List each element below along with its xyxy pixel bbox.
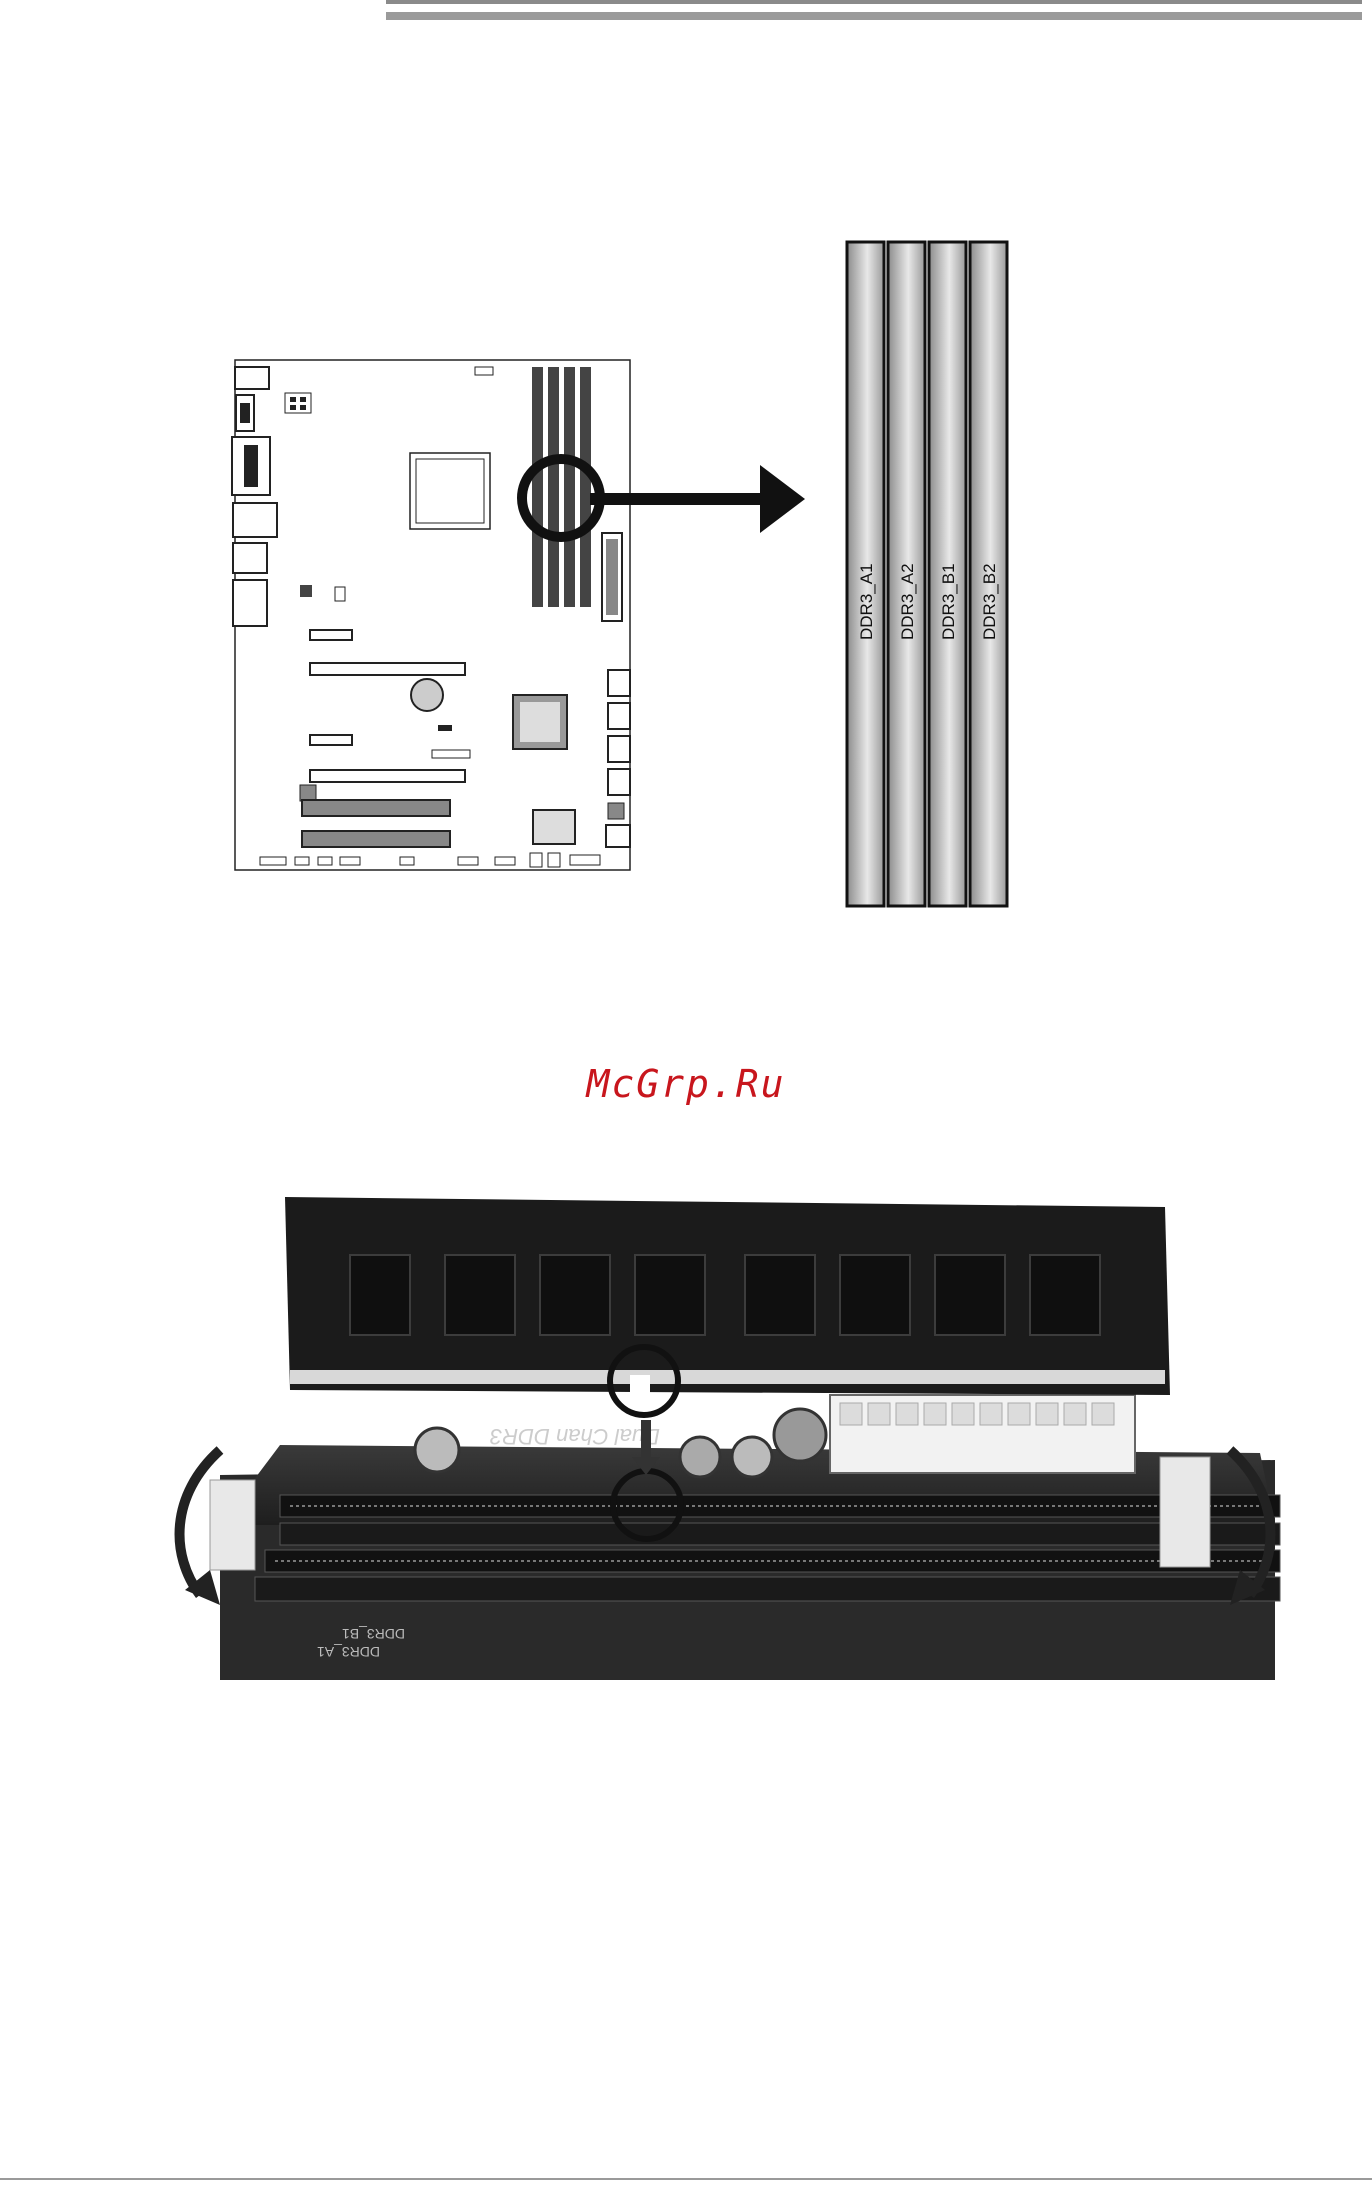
slot-silkscreen-b: DDR3_B1 [342, 1626, 405, 1642]
memory-slot-dimm4: DDR3_B2 [970, 242, 1007, 906]
memory-slot-panel: DDR3_A1 DDR3_A2 DDR3_B1 DDR3_B2 [845, 240, 1010, 910]
watermark-text: McGrp.Ru [0, 1062, 1372, 1106]
slot-label-a2: DDR3_A2 [898, 563, 917, 640]
memory-slot-dimm3: DDR3_B1 [929, 242, 966, 906]
memory-slot-dimm2: DDR3_A2 [888, 242, 925, 906]
footer-rule [0, 2178, 1372, 2180]
board-silkscreen-text: Dual Chan DDR3 [489, 1424, 660, 1449]
slot-label-b2: DDR3_B2 [980, 563, 999, 640]
memory-slot-dimm1: DDR3_A1 [847, 242, 884, 906]
slot-label-a1: DDR3_A1 [857, 563, 876, 640]
slot-label-b1: DDR3_B1 [939, 563, 958, 640]
motherboard-layout-diagram [230, 355, 635, 875]
dimm-installation-photo: Dual Chan DDR3 DDR3_A1 DDR3_B1 [160, 1195, 1285, 1680]
pointer-arrow-icon [590, 460, 815, 540]
slot-silkscreen-a: DDR3_A1 [317, 1644, 380, 1660]
ddr3-memory-module [285, 1197, 1170, 1397]
header-rule-thick [386, 12, 1362, 20]
header-rule [386, 0, 1362, 4]
